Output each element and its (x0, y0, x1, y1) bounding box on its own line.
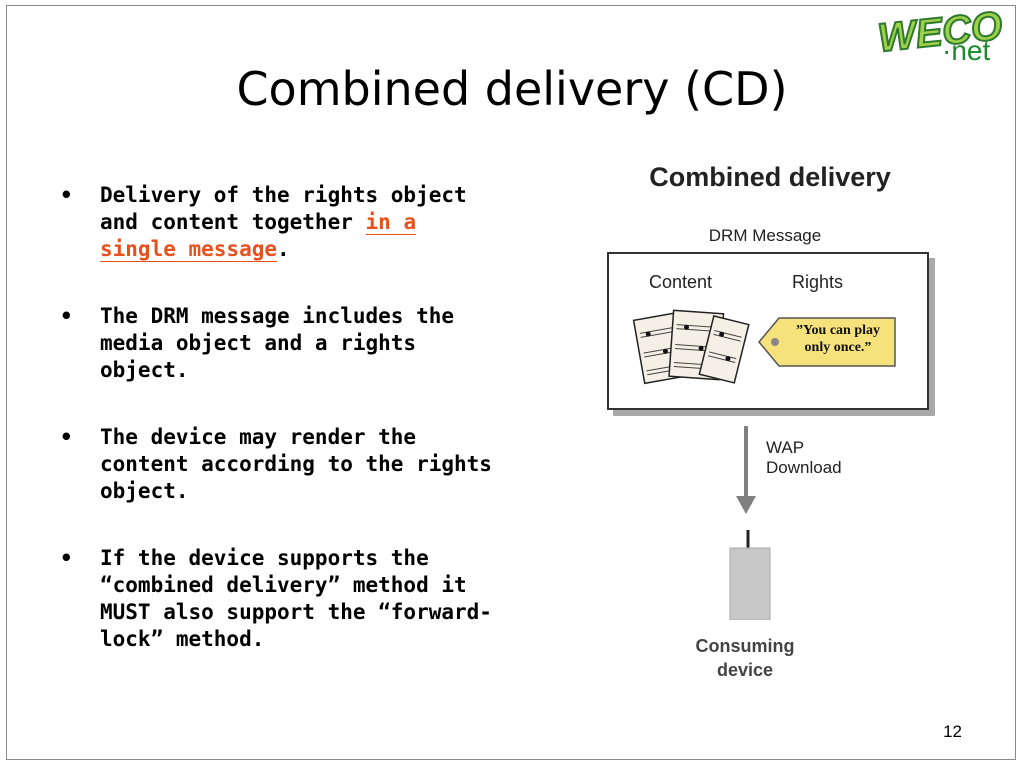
slide-title: Combined delivery (CD) (236, 62, 788, 116)
bullet-item: • The DRM message includes the media obj… (60, 303, 500, 384)
bullet-item: • If the device supports the “combined d… (60, 545, 500, 653)
wap-download-label: WAP Download (766, 438, 842, 478)
rights-label: Rights (792, 272, 844, 292)
consuming-device-icon (729, 530, 771, 620)
bullet-text: If the device supports the “combined del… (100, 546, 492, 651)
bullet-text: The device may render the content accord… (100, 425, 492, 503)
content-label: Content (649, 272, 713, 292)
wap-label-line: WAP (766, 438, 805, 457)
rights-tag-line: ”You can play (795, 323, 881, 338)
consuming-label-line: Consuming (695, 636, 795, 656)
rights-tag-icon (758, 317, 896, 367)
bullet-list: • Delivery of the rights object and cont… (60, 182, 500, 693)
bullet-item: • The device may render the content acco… (60, 424, 500, 505)
sheet-music-icon (632, 309, 750, 385)
download-arrow-icon (736, 426, 756, 514)
bullet-dot: • (60, 304, 73, 328)
wap-label-line: Download (766, 458, 842, 477)
logo-net-text: ·net (942, 35, 990, 66)
bullet-dot: • (60, 183, 73, 207)
drm-message-label: DRM Message (708, 226, 822, 245)
highlighted-phrase: in a single message (100, 210, 417, 262)
bullet-item: • Delivery of the rights object and cont… (60, 182, 500, 263)
combined-delivery-figure: Combined delivery DRM Message Content Ri… (600, 150, 940, 690)
consuming-label-line: device (716, 660, 774, 680)
drm-message-box: Content Rights (607, 252, 929, 410)
bullet-punctuation: . (277, 237, 290, 261)
bullet-text: The DRM message includes the media objec… (100, 304, 455, 382)
bullet-dot: • (60, 425, 73, 449)
page-number: 12 (943, 722, 962, 741)
bullet-dot: • (60, 546, 73, 570)
rights-tag-text: ”You can play only once.” (783, 322, 893, 356)
weco-net-logo: WECO ·net (875, 4, 1005, 66)
bullet-text: Delivery of the rights object and conten… (100, 183, 467, 234)
figure-title: Combined delivery (649, 162, 891, 192)
rights-tag-line: only once.” (804, 340, 872, 355)
consuming-device-label: Consuming device (660, 634, 830, 682)
